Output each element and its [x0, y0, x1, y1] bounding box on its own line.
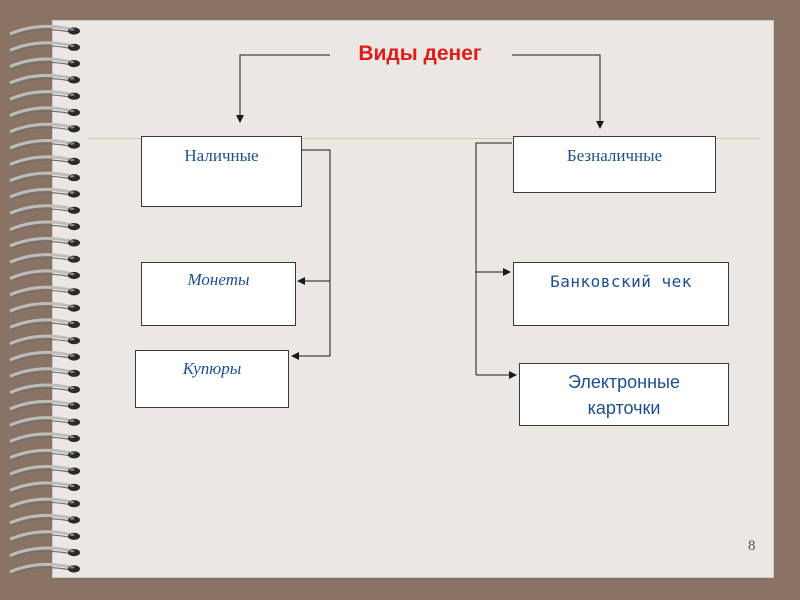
connector-title-to-noncash: [512, 55, 600, 128]
node-coins-label: Монеты: [188, 270, 250, 289]
connector-title-to-cash: [240, 55, 330, 122]
page-number: 8: [748, 538, 756, 555]
connector-cash-bracket: [302, 150, 330, 356]
node-noncash-label: Безналичные: [567, 146, 662, 165]
connector-noncash-bracket: [476, 143, 512, 375]
node-bank-check: Банковский чек: [513, 262, 729, 326]
diagram-title: Виды денег: [330, 42, 510, 66]
node-electronic-cards: Электронные карточки: [519, 363, 729, 426]
node-cash: Наличные: [141, 136, 302, 207]
node-coins: Монеты: [141, 262, 296, 326]
node-noncash: Безналичные: [513, 136, 716, 193]
node-bank-check-label: Банковский чек: [550, 272, 692, 291]
node-cash-label: Наличные: [184, 146, 258, 165]
node-banknotes: Купюры: [135, 350, 289, 408]
node-banknotes-label: Купюры: [183, 359, 242, 378]
node-electronic-cards-label: Электронные карточки: [568, 372, 680, 418]
